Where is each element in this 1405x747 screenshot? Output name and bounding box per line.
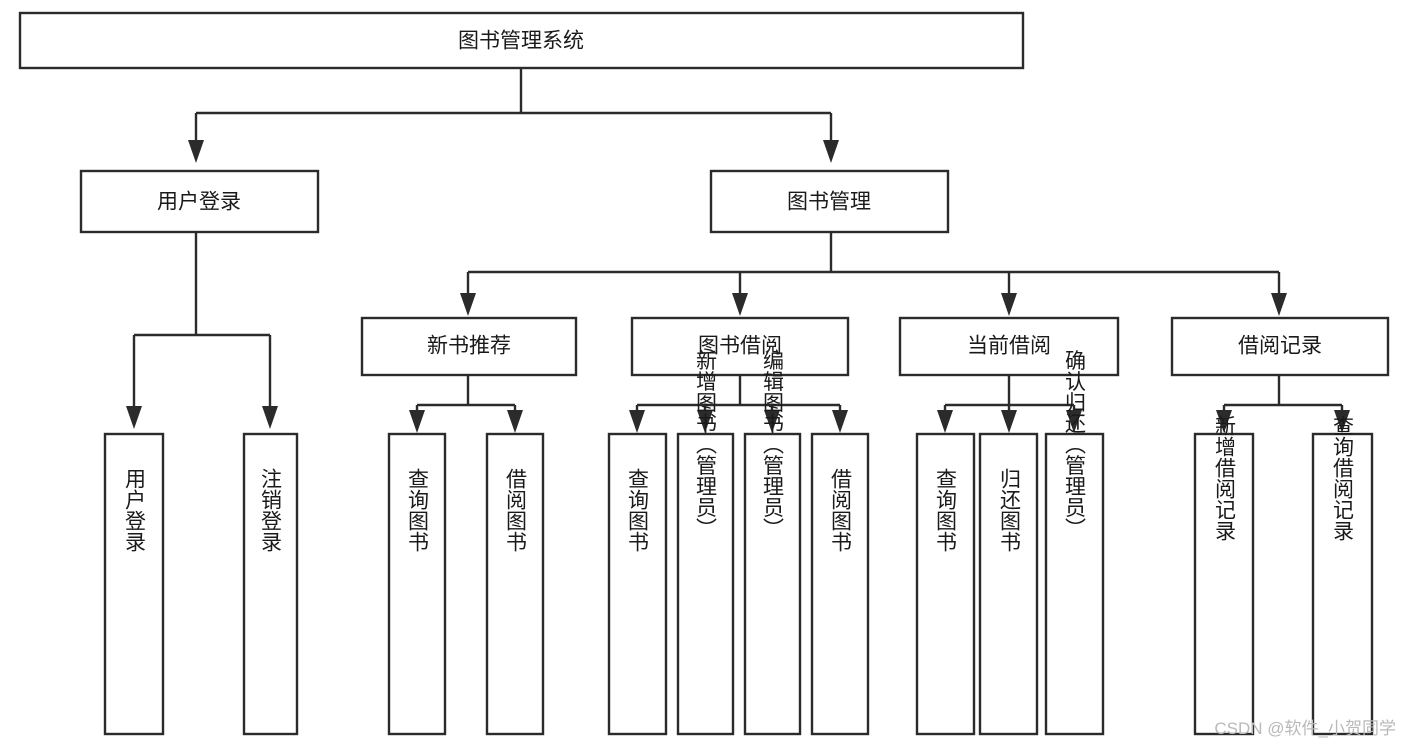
node-leaf-edit-book-box[interactable] <box>743 432 802 736</box>
node-leaf-add-book[interactable]: 新增图书（管理员） <box>676 350 735 736</box>
node-leaf-return-book-label: 归还图书 <box>998 468 1022 552</box>
node-leaf-add-book-box[interactable] <box>676 432 735 736</box>
connector-group-book-borrow <box>629 375 848 433</box>
node-leaf-confirm-return-label: 确认归还（管理员） <box>1063 350 1087 539</box>
arrow-head-leaf-logout-login <box>262 406 278 429</box>
node-leaf-user-login-box[interactable] <box>103 432 165 736</box>
node-leaf-logout-login-label: 注销登录 <box>259 468 283 552</box>
csdn-watermark: CSDN @软件_小贺同学 <box>1214 719 1396 738</box>
node-book-borrow-box[interactable] <box>630 316 850 377</box>
node-new-book-recommend-box[interactable] <box>360 316 578 377</box>
node-leaf-edit-book[interactable]: 编辑图书（管理员） <box>743 350 802 736</box>
node-user-login-box[interactable] <box>79 169 320 234</box>
node-root-system[interactable]: 图书管理系统 <box>18 11 1025 70</box>
node-leaf-logout-login-box[interactable] <box>242 432 299 736</box>
node-leaf-edit-book-label: 编辑图书（管理员） <box>761 350 785 539</box>
arrow-head-book-borrow <box>732 293 748 316</box>
connector-group-borrow-record <box>1216 375 1350 433</box>
node-leaf-confirm-return-box[interactable] <box>1044 432 1105 736</box>
node-leaf-query-book-3-box[interactable] <box>915 432 976 736</box>
node-book-management-label: 图书管理 <box>787 191 871 214</box>
node-leaf-add-book-label: 新增图书（管理员） <box>694 350 718 539</box>
arrow-head-leaf-query-book-1 <box>409 410 425 433</box>
arrow-head-leaf-query-record <box>1334 410 1350 433</box>
node-leaf-query-book-1-label: 查询图书 <box>406 468 430 552</box>
node-leaf-query-book-1-box[interactable] <box>387 432 447 736</box>
arrow-head-current-borrow <box>1001 293 1017 316</box>
connector-group-current-borrow <box>937 375 1082 433</box>
arrow-head-leaf-query-book-2 <box>629 410 645 433</box>
connector-group-user-login <box>126 232 278 429</box>
node-leaf-query-book-3[interactable]: 查询图书 <box>915 432 976 736</box>
connector-group-root <box>188 68 839 163</box>
node-leaf-query-record-box[interactable] <box>1311 432 1374 736</box>
node-leaf-borrow-book-2-label: 借阅图书 <box>829 468 853 552</box>
node-leaf-query-book-2[interactable]: 查询图书 <box>607 432 668 736</box>
arrow-head-user-login <box>188 140 204 163</box>
node-leaf-borrow-book-1-box[interactable] <box>485 432 545 736</box>
node-leaf-borrow-book-2-box[interactable] <box>810 432 870 736</box>
node-leaf-user-login[interactable]: 用户登录 <box>103 432 165 736</box>
node-leaf-query-record-label: 查询借阅记录 <box>1331 415 1355 541</box>
node-leaf-add-record[interactable]: 新增借阅记录 <box>1193 415 1255 736</box>
node-root-box[interactable] <box>18 11 1025 70</box>
connector-group-book-management <box>460 232 1287 316</box>
connector-group-new-book-recommend <box>409 375 523 433</box>
node-leaf-add-record-box[interactable] <box>1193 432 1255 736</box>
node-leaf-query-record[interactable]: 查询借阅记录 <box>1311 415 1374 736</box>
node-borrow-record[interactable]: 借阅记录 <box>1170 316 1390 377</box>
node-leaf-borrow-book-1[interactable]: 借阅图书 <box>485 432 545 736</box>
node-root-label: 图书管理系统 <box>458 30 584 53</box>
node-current-borrow-label: 当前借阅 <box>967 335 1051 358</box>
node-leaf-user-login-label: 用户登录 <box>123 468 147 552</box>
node-new-book-recommend-label: 新书推荐 <box>427 335 511 358</box>
node-book-borrow-label: 图书借阅 <box>698 335 782 358</box>
node-current-borrow[interactable]: 当前借阅 <box>898 316 1120 377</box>
arrow-head-leaf-user-login <box>126 406 142 429</box>
node-leaf-query-book-3-label: 查询图书 <box>934 468 958 552</box>
node-book-management[interactable]: 图书管理 <box>709 169 950 234</box>
node-leaf-logout-login[interactable]: 注销登录 <box>242 432 299 736</box>
node-leaf-return-book-box[interactable] <box>978 432 1039 736</box>
arrow-head-leaf-query-book-3 <box>937 410 953 433</box>
node-leaf-add-record-label: 新增借阅记录 <box>1213 415 1237 541</box>
node-user-login-label: 用户登录 <box>157 191 241 214</box>
node-new-book-recommend[interactable]: 新书推荐 <box>360 316 578 377</box>
node-leaf-query-book-2-box[interactable] <box>607 432 668 736</box>
node-borrow-record-label: 借阅记录 <box>1238 335 1322 358</box>
node-leaf-query-book-2-label: 查询图书 <box>626 468 650 552</box>
node-book-borrow[interactable]: 图书借阅 <box>630 316 850 377</box>
arrow-head-leaf-return-book <box>1001 410 1017 433</box>
node-current-borrow-box[interactable] <box>898 316 1120 377</box>
arrow-head-leaf-edit-book <box>764 410 780 433</box>
arrow-head-leaf-borrow-book-1 <box>507 410 523 433</box>
arrow-head-book-management <box>823 140 839 163</box>
arrow-head-leaf-borrow-book-2 <box>832 410 848 433</box>
node-leaf-borrow-book-1-label: 借阅图书 <box>504 468 528 552</box>
node-leaf-borrow-book-2[interactable]: 借阅图书 <box>810 432 870 736</box>
arrow-head-new-book-recommend <box>460 293 476 316</box>
node-leaf-return-book[interactable]: 归还图书 <box>978 432 1039 736</box>
arrow-head-leaf-add-book <box>697 410 713 433</box>
node-book-management-box[interactable] <box>709 169 950 234</box>
node-user-login[interactable]: 用户登录 <box>79 169 320 234</box>
arrow-head-borrow-record <box>1271 293 1287 316</box>
node-leaf-query-book-1[interactable]: 查询图书 <box>387 432 447 736</box>
arrow-head-leaf-confirm-return <box>1066 410 1082 433</box>
arrow-head-leaf-add-record <box>1216 410 1232 433</box>
node-leaf-confirm-return[interactable]: 确认归还（管理员） <box>1044 350 1105 736</box>
node-borrow-record-box[interactable] <box>1170 316 1390 377</box>
